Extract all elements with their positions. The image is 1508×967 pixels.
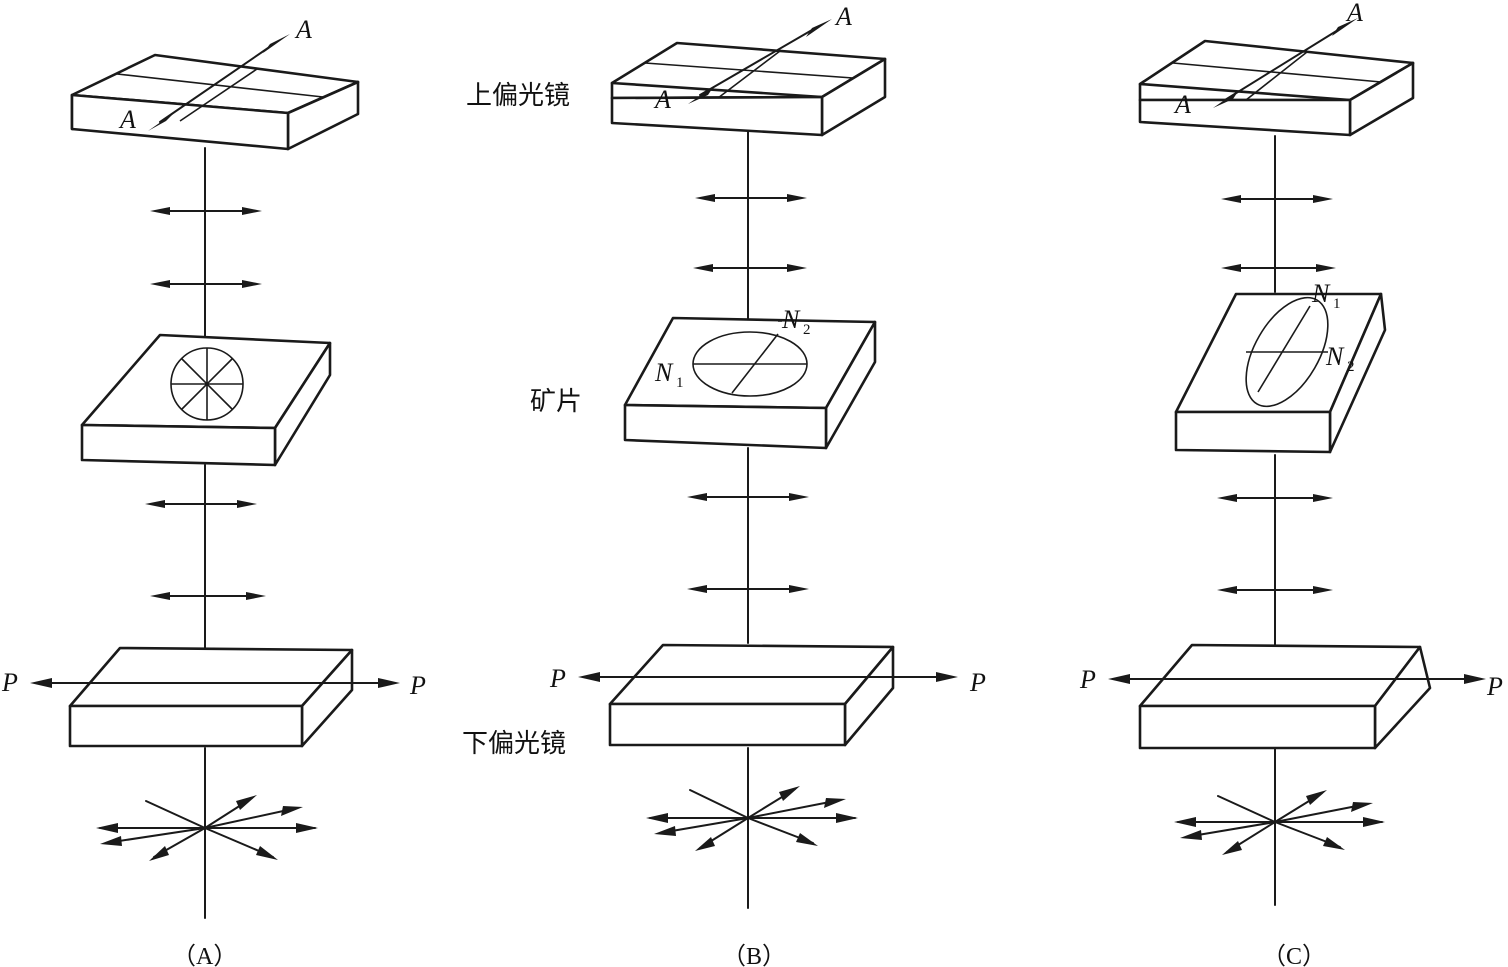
panel-b-polarizer-label-right: P — [969, 668, 986, 697]
panel-a-upper-polarizer — [70, 34, 360, 151]
panel-a-vibration-arrow-3 — [145, 500, 257, 508]
upper-polarizer-label: 上偏光镜 — [466, 81, 570, 111]
panel-c-vibration-arrow-2 — [1221, 264, 1336, 272]
panel-c-vibration-arrow-4 — [1217, 586, 1333, 594]
panel-a-natural-light-rays — [96, 795, 318, 861]
panel-b-vibration-arrow-4 — [687, 585, 809, 593]
panel-b-n1-label: N — [654, 358, 674, 387]
panel-a-vibration-arrow-2 — [150, 280, 262, 288]
lower-polarizer-label: 下偏光镜 — [462, 729, 566, 759]
panel-a: A A — [1, 15, 426, 919]
panel-b-upper-polarizer — [610, 19, 887, 137]
caption-b: （B） — [722, 944, 786, 967]
panel-c-analyzer-label-top: A — [1345, 0, 1363, 27]
panel-b-polarizer-label-left: P — [549, 664, 566, 693]
panel-b-n1-subscript: 1 — [676, 375, 684, 391]
panel-a-vibration-arrow-4 — [150, 592, 266, 600]
panel-c-analyzer-label-bottom: A — [1173, 90, 1191, 119]
panel-c-mineral-section — [1174, 292, 1387, 454]
panel-a-analyzer-label-top: A — [294, 15, 312, 44]
panel-a-polarizer-label-right: P — [409, 671, 426, 700]
panel-b-mineral-section — [623, 316, 877, 450]
panel-c-vibration-arrow-3 — [1217, 494, 1333, 502]
panel-b-vibration-arrow-2 — [693, 264, 807, 272]
panel-a-lower-polarizer — [30, 646, 400, 748]
mineral-section-label: 矿片 — [530, 387, 582, 417]
panel-c-lower-polarizer — [1108, 643, 1486, 750]
panel-a-analyzer-label-bottom: A — [118, 105, 136, 134]
caption-c: （C） — [1262, 944, 1326, 967]
panel-c-upper-polarizer — [1138, 18, 1415, 137]
panel-b-vibration-arrow-3 — [687, 493, 809, 501]
panel-a-mineral-section — [80, 333, 332, 467]
panel-c-vibration-arrow-1 — [1221, 195, 1333, 203]
panel-c-n2-label: N — [1325, 342, 1345, 371]
panel-b-natural-light-rays — [646, 786, 858, 851]
panel-b-analyzer-label-bottom: A — [653, 85, 671, 114]
panel-c-polarizer-label-left: P — [1079, 665, 1096, 694]
panel-b-vibration-arrow-1 — [695, 194, 807, 202]
panel-c-natural-light-rays — [1174, 790, 1385, 855]
panel-c-n1-label: N — [1311, 279, 1331, 308]
panel-b-analyzer-label-top: A — [834, 2, 852, 31]
panel-b-n2-subscript: 2 — [803, 322, 811, 338]
panel-c-polarizer-label-right: P — [1486, 672, 1503, 701]
panel-b-lower-polarizer — [578, 643, 958, 747]
panel-a-polarizer-label-left: P — [1, 668, 18, 697]
panel-b: A A 上偏光镜 N 2 N 1 矿片 — [462, 2, 986, 909]
panel-c-n1-subscript: 1 — [1333, 296, 1341, 312]
panel-a-vibration-arrow-1 — [150, 207, 262, 215]
panel-b-n2-label: N — [781, 305, 801, 334]
panel-c: A A N 1 N 2 — [1079, 0, 1503, 906]
caption-a: （A） — [172, 944, 237, 967]
panel-c-n2-subscript: 2 — [1347, 359, 1355, 375]
